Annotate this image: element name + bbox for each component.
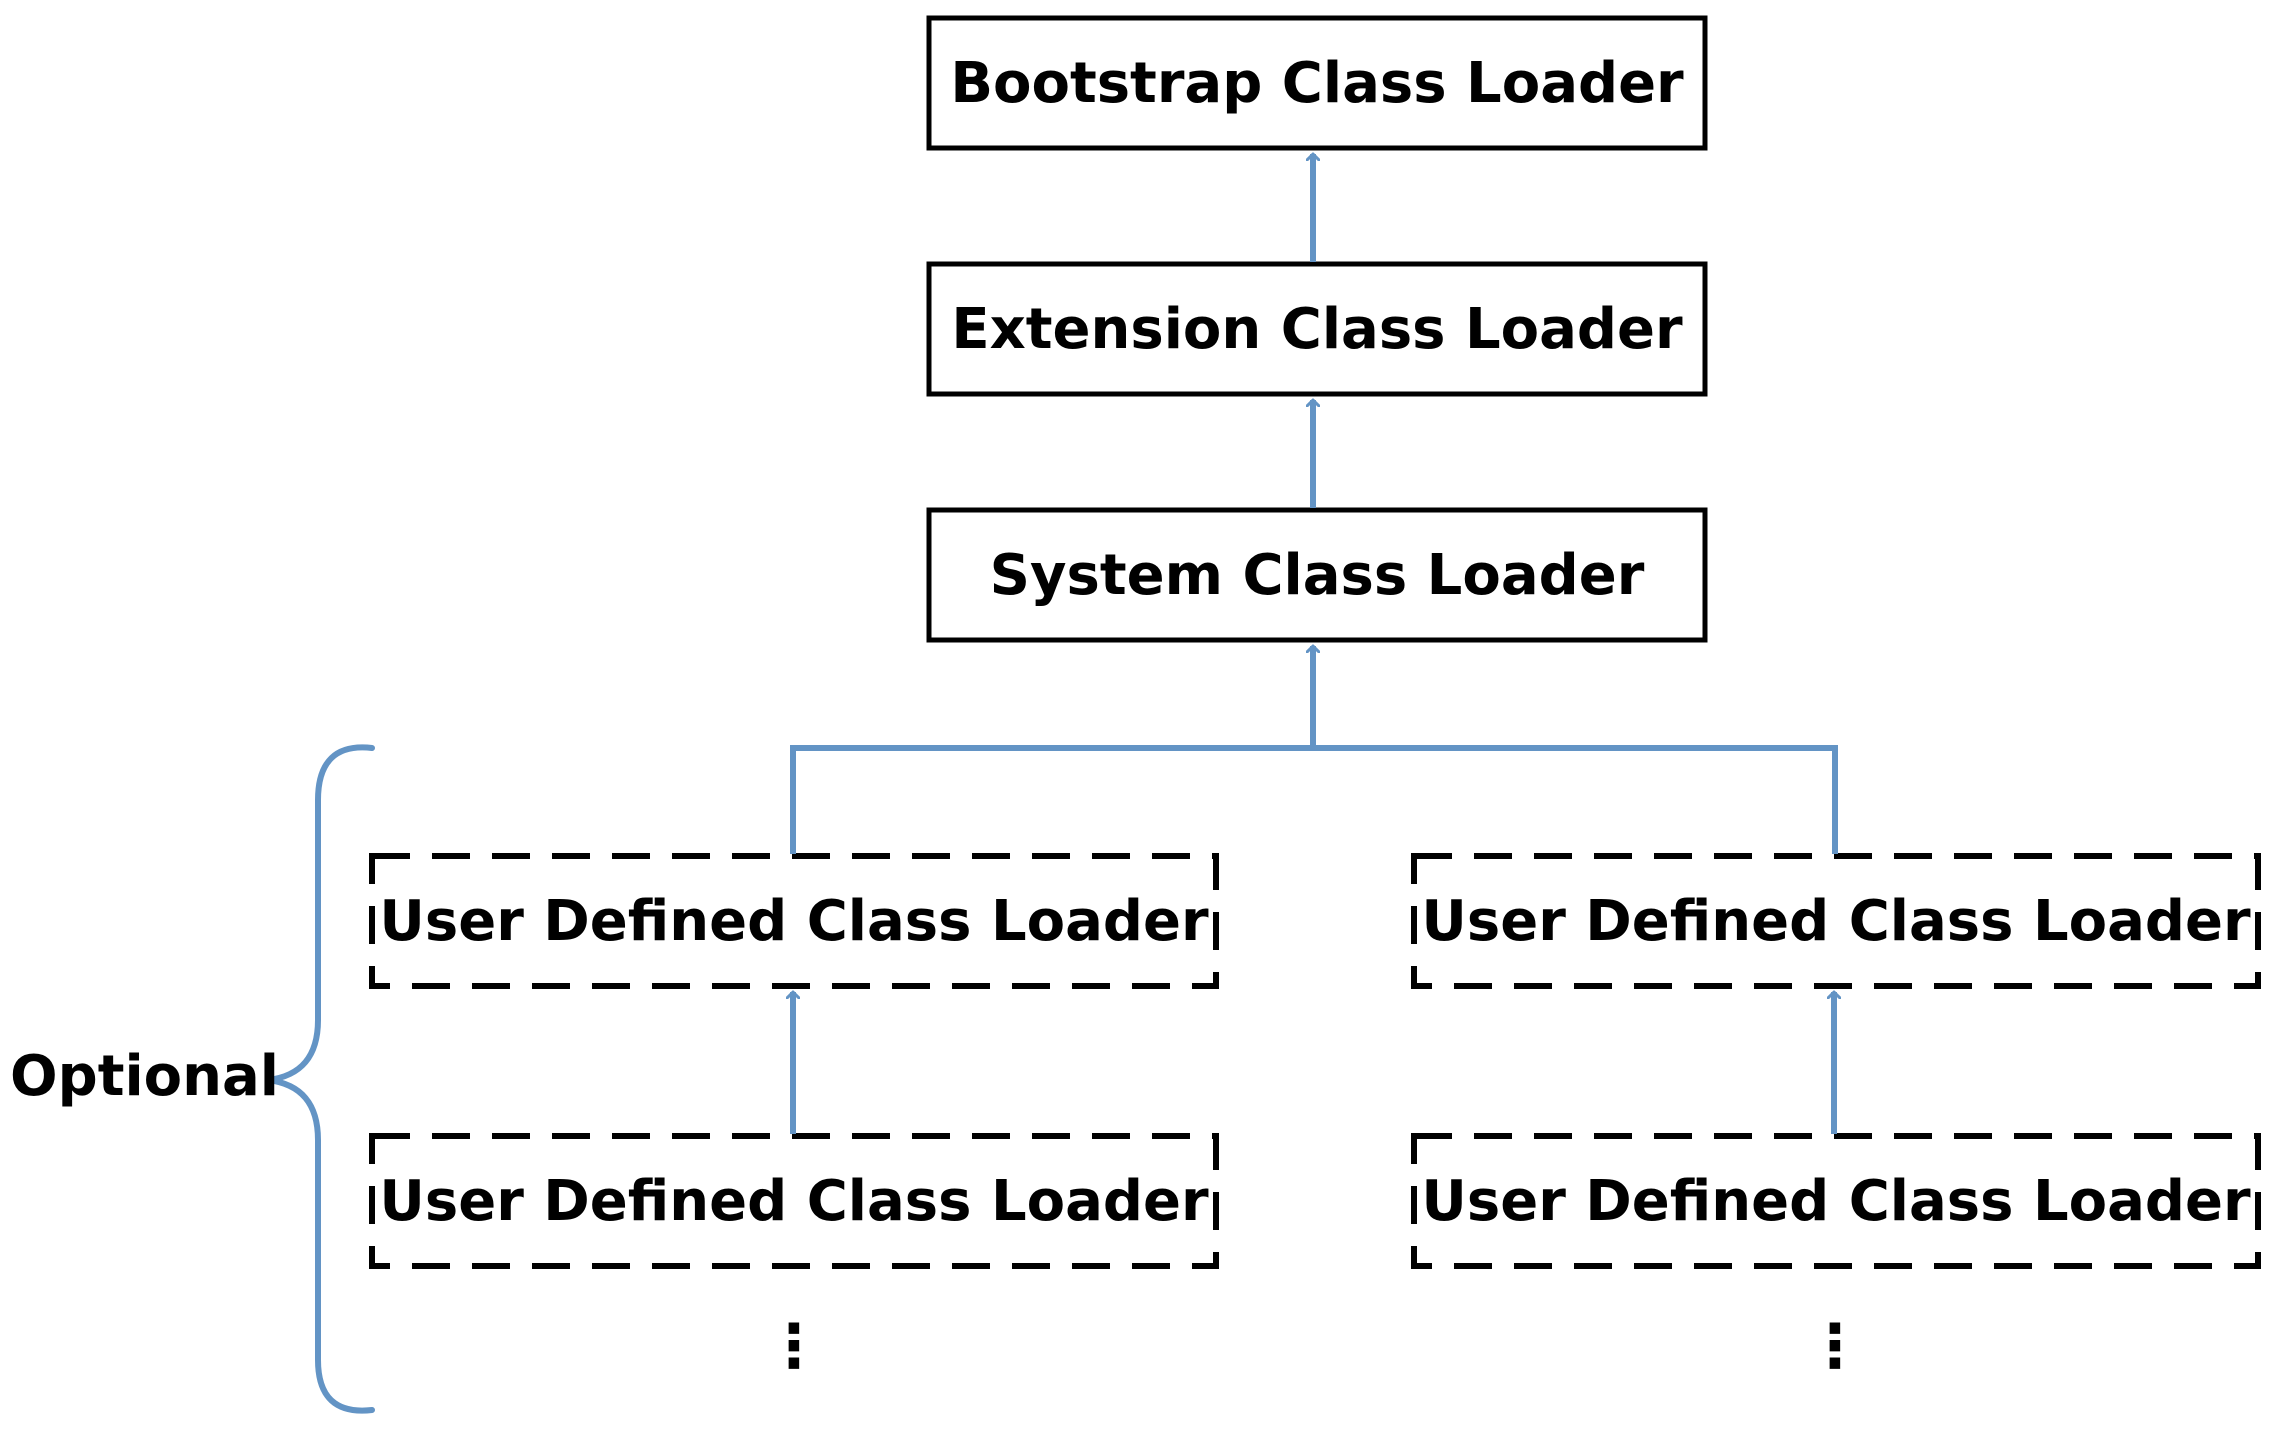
connector-user-loaders [790, 745, 1838, 854]
user-defined-class-loader-box-right-bottom: User Defined Class Loader [1411, 1133, 2261, 1269]
user-defined-class-loader-label: User Defined Class Loader [379, 1169, 1209, 1234]
optional-brace [267, 744, 375, 1414]
delegation-arrows [793, 154, 1835, 1134]
extension-class-loader-box: Extension Class Loader [926, 261, 1708, 397]
user-defined-class-loader-box-left-bottom: User Defined Class Loader [369, 1133, 1219, 1269]
extension-class-loader-label: Extension Class Loader [951, 297, 1683, 362]
optional-label: Optional [10, 1044, 279, 1109]
user-defined-class-loader-label: User Defined Class Loader [379, 889, 1209, 954]
user-defined-class-loader-box-left-top: User Defined Class Loader [369, 853, 1219, 989]
system-class-loader-box: System Class Loader [926, 507, 1708, 643]
user-defined-class-loader-box-right-top: User Defined Class Loader [1411, 853, 2261, 989]
bootstrap-class-loader-label: Bootstrap Class Loader [950, 51, 1684, 116]
bootstrap-class-loader-box: Bootstrap Class Loader [926, 15, 1708, 151]
system-class-loader-label: System Class Loader [990, 543, 1645, 608]
user-defined-class-loader-label: User Defined Class Loader [1421, 889, 2251, 954]
continuation-mark-right: ⋮ [1805, 1312, 1865, 1382]
continuation-mark-left: ⋮ [764, 1312, 824, 1382]
user-defined-class-loader-label: User Defined Class Loader [1421, 1169, 2251, 1234]
